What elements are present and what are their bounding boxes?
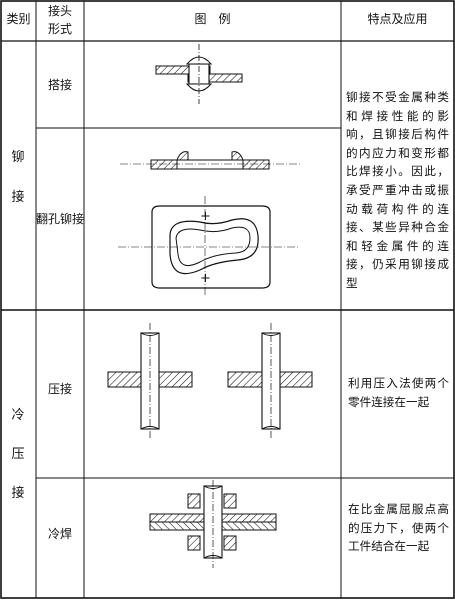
header-features: 特点及应用 [367, 12, 428, 26]
lap-rivet-figure [155, 44, 243, 104]
cold-weld-figure [149, 480, 277, 568]
rivet-description: 铆接不受金属种类和焊接性能的影响，且铆接后构件的内应力和变形都比焊接小。因此，承… [346, 90, 449, 290]
flanged-rivet-section [120, 151, 300, 170]
form-flanged-rivet: 翻孔铆接 [36, 212, 85, 226]
header-illustration: 图 例 [194, 12, 231, 26]
category-rivet-char1: 铆 [11, 150, 25, 165]
form-cold-weld: 冷焊 [47, 527, 72, 541]
press-fit-figure [107, 323, 313, 438]
press-fit-description: 利用压入法使两个零件连接在一起 [348, 376, 449, 409]
flanged-rivet-plan [118, 196, 300, 296]
header-category: 类别 [6, 12, 31, 26]
category-cold-char3: 接 [11, 486, 25, 501]
header-joint-form-line2: 形式 [47, 22, 72, 36]
form-press-fit: 压接 [47, 382, 72, 396]
center-cross-mark-bottom: + [200, 271, 211, 286]
form-lap: 搭接 [47, 78, 72, 92]
center-cross-mark-top: + [200, 209, 211, 224]
cold-weld-description: 在比金属屈服点高的压力下，使两个工件结合在一起 [348, 502, 449, 554]
category-cold-char1: 冷 [11, 408, 25, 423]
category-cold-char2: 压 [11, 447, 25, 462]
header-joint-form-line1: 接头 [47, 4, 72, 18]
category-rivet-char2: 接 [11, 190, 25, 205]
